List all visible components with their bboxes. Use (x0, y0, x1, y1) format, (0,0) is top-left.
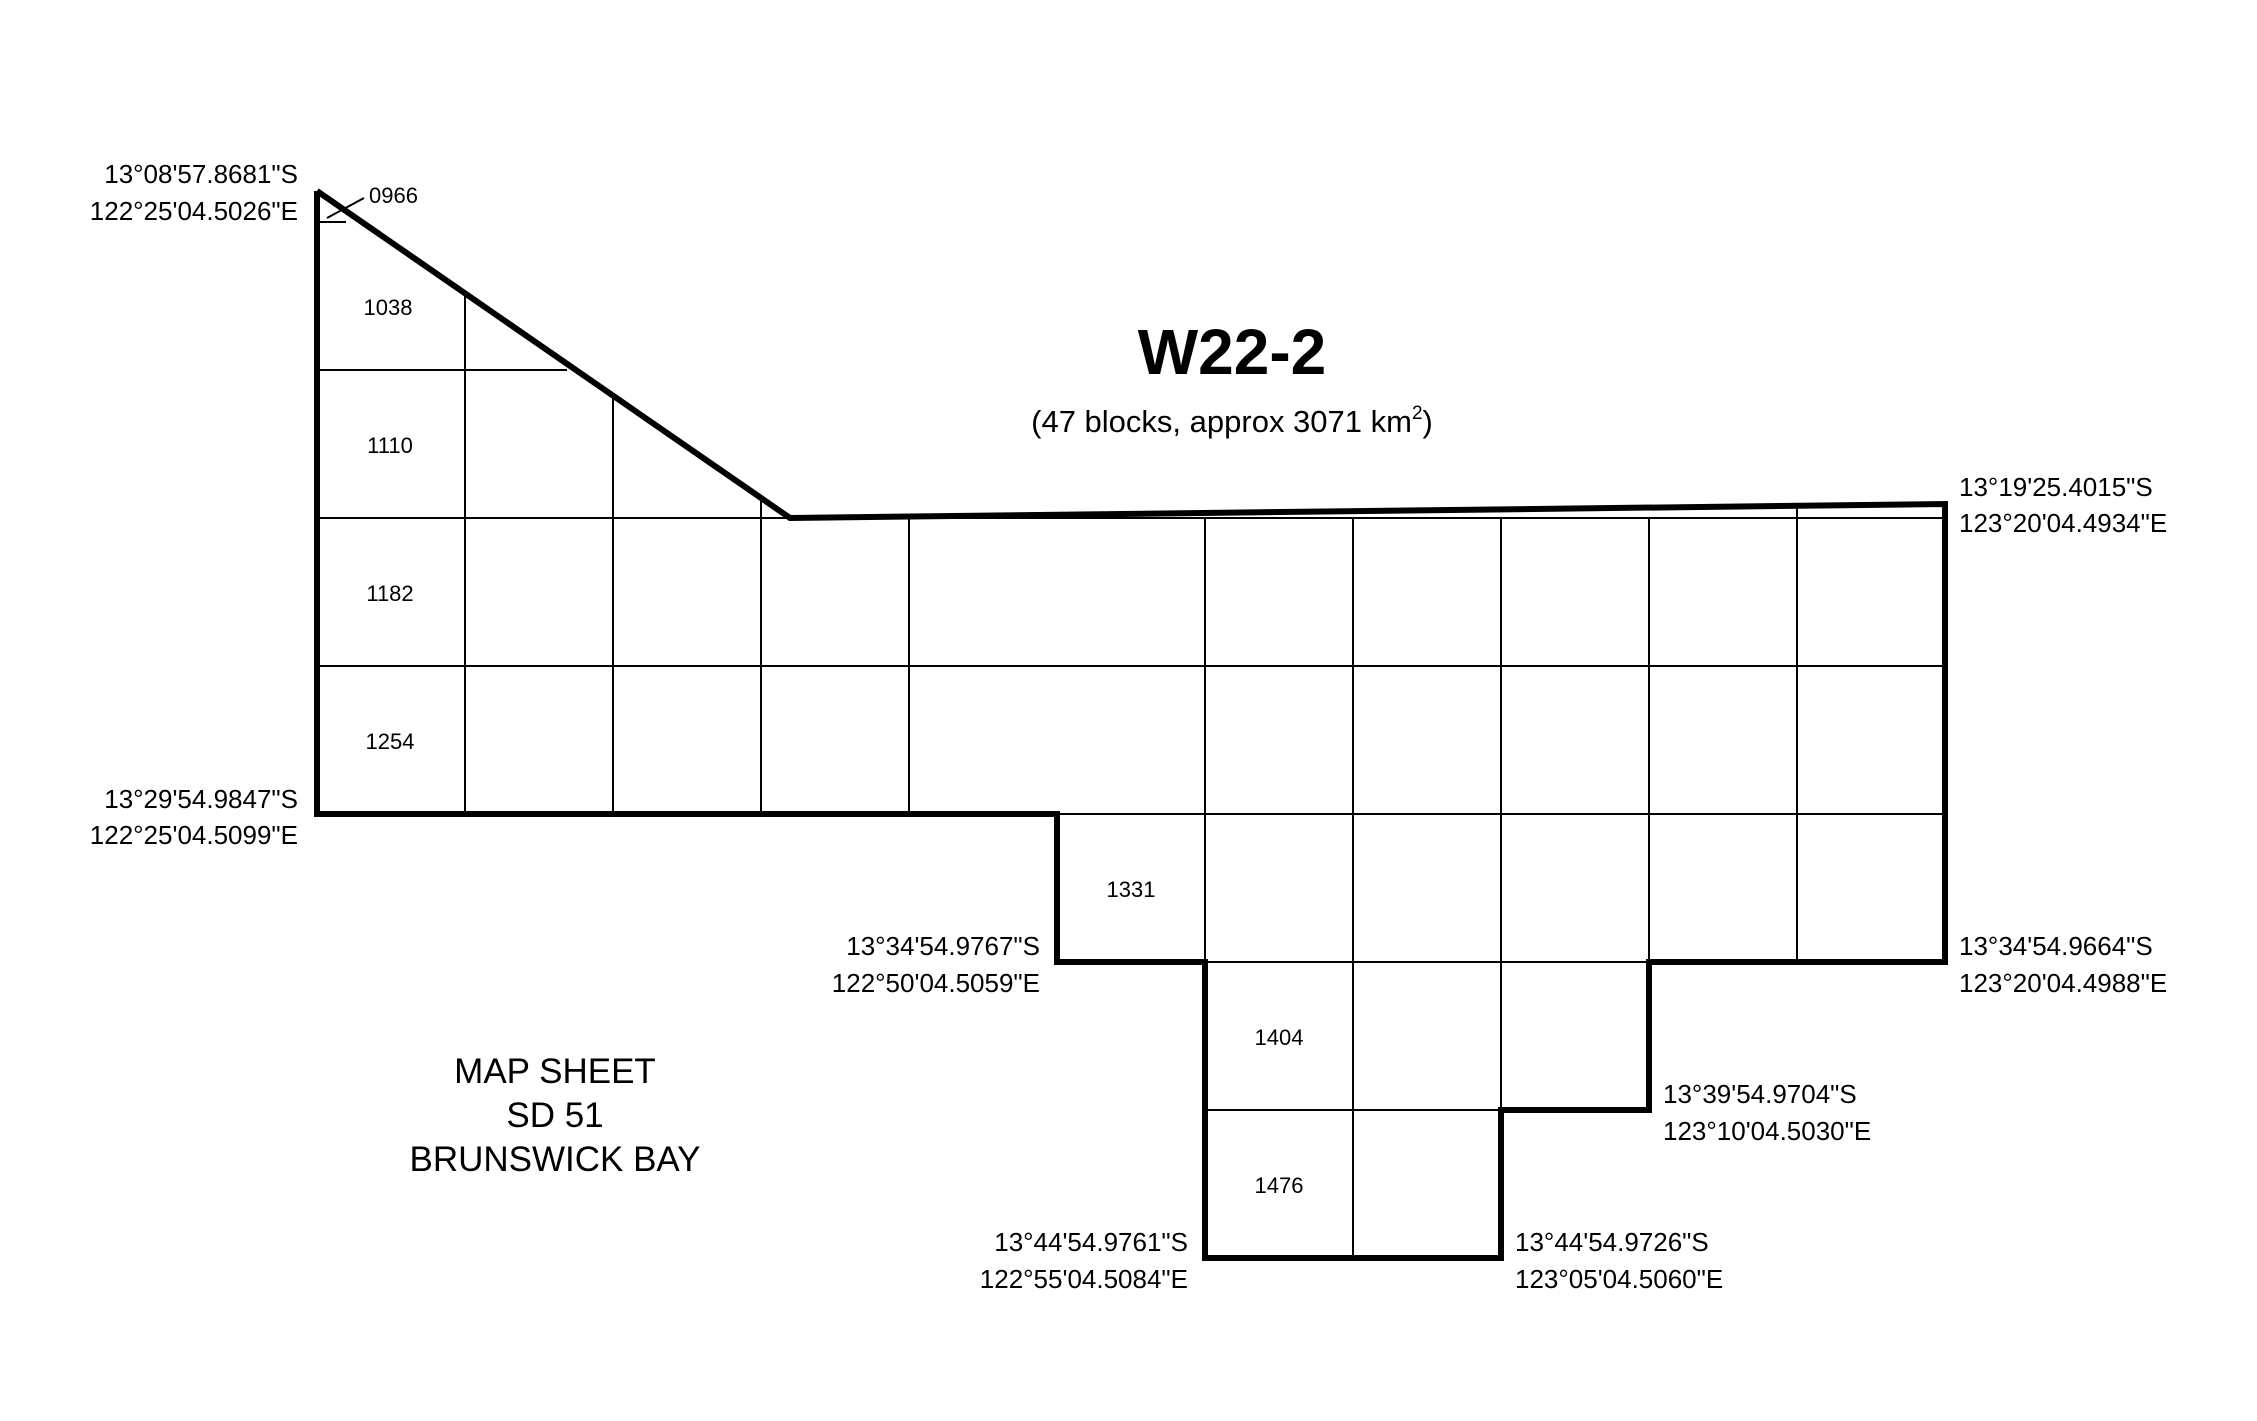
block-number: 1110 (367, 433, 413, 458)
map-sheet-line: MAP SHEET (454, 1052, 656, 1091)
corner-lat: 13°29'54.9847"S (104, 784, 298, 814)
block-number: 1331 (1107, 877, 1156, 902)
block-grid (317, 221, 1945, 1258)
corner-lat: 13°44'54.9761"S (994, 1227, 1188, 1257)
block-number: 1182 (366, 581, 413, 606)
corner-lon: 122°55'04.5084"E (980, 1264, 1188, 1294)
corner-lat: 13°39'54.9704"S (1663, 1079, 1857, 1109)
permit-boundary (314, 188, 1948, 1261)
block-number: 1404 (1255, 1025, 1304, 1050)
corner-lat: 13°34'54.9664"S (1959, 931, 2153, 961)
block-number: 1254 (366, 729, 415, 754)
corner-lon: 123°05'04.5060"E (1515, 1264, 1723, 1294)
leader-line (326, 197, 365, 219)
map-sheet-line: BRUNSWICK BAY (409, 1140, 700, 1179)
corner-lat: 13°44'54.9726"S (1515, 1227, 1709, 1257)
map-sheet-line: SD 51 (506, 1096, 603, 1135)
map-sheet-label: MAP SHEET SD 51 BRUNSWICK BAY (409, 1052, 700, 1179)
corner-lat: 13°08'57.8681"S (104, 159, 298, 189)
corner-lon: 123°10'04.5030"E (1663, 1116, 1871, 1146)
block-number: 0966 (369, 183, 418, 208)
corner-coordinates: 13°08'57.8681"S 122°25'04.5026"E 13°19'2… (90, 159, 2167, 1294)
corner-lon: 123°20'04.4988"E (1959, 968, 2167, 998)
block-numbers: 0966 1038 1110 1182 1254 1331 1404 1476 (364, 183, 1304, 1198)
block-number: 1038 (364, 295, 413, 320)
corner-lon: 123°20'04.4934"E (1959, 508, 2167, 538)
page-title: W22-2 (1138, 316, 1327, 388)
corner-lon: 122°50'04.5059"E (832, 968, 1040, 998)
block-number: 1476 (1255, 1173, 1304, 1198)
corner-lon: 122°25'04.5099"E (90, 820, 298, 850)
corner-lat: 13°34'54.9767"S (846, 931, 1040, 961)
block-summary: (47 blocks, approx 3071 km2) (1031, 403, 1433, 439)
corner-lon: 122°25'04.5026"E (90, 196, 298, 226)
corner-lat: 13°19'25.4015"S (1959, 472, 2153, 502)
